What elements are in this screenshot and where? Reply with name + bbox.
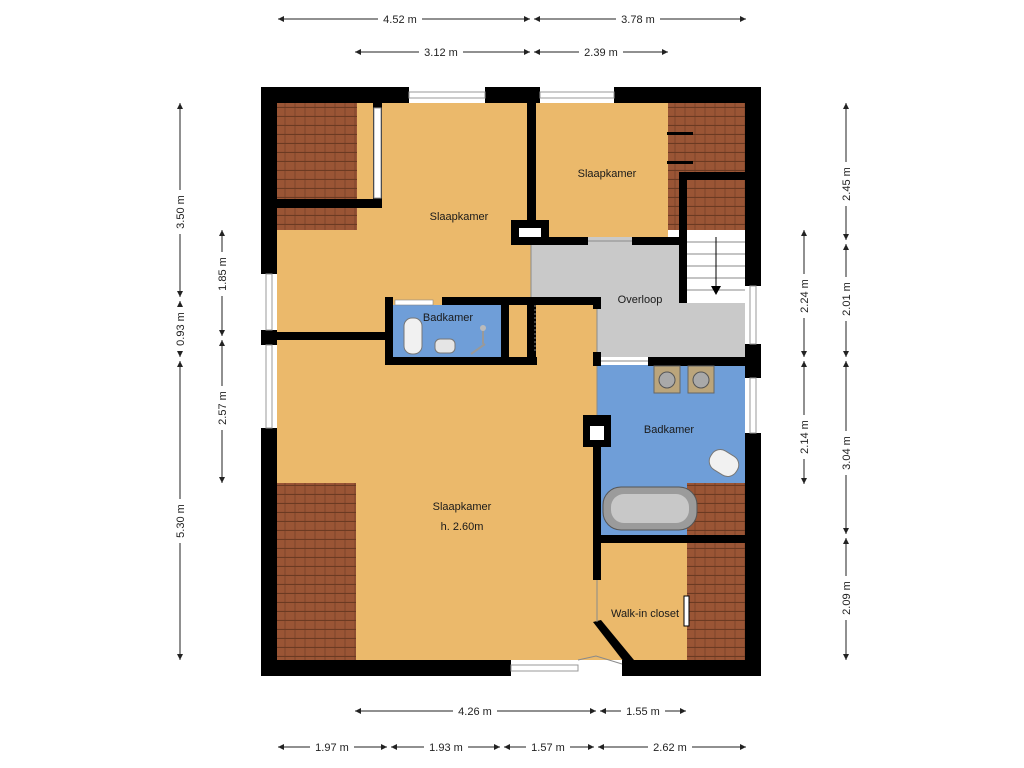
dim-left-outer-b: 0.93 m	[175, 312, 187, 346]
roof-slope-nw	[277, 103, 357, 230]
dim-bottom2-d: 2.62 m	[653, 742, 687, 754]
dim-right-inner-a: 2.24 m	[799, 279, 811, 313]
dim-top2-b: 2.39 m	[584, 47, 618, 59]
dim-bottom1-b: 1.55 m	[626, 706, 660, 718]
dim-left-inner-b: 2.57 m	[217, 391, 229, 425]
sink-small-icon	[434, 338, 456, 354]
dim-bottom2-c: 1.57 m	[531, 742, 565, 754]
dimension-arrows	[177, 16, 849, 750]
room-label-slaapkamer-nw: Slaapkamer	[430, 211, 489, 223]
dim-right-outer-b: 2.01 m	[841, 282, 853, 316]
doors	[530, 240, 648, 665]
dim-top1-b: 3.78 m	[621, 14, 655, 26]
staircase	[687, 230, 745, 303]
overloop-floor	[531, 237, 745, 357]
wardrobe-rail-icon	[683, 595, 690, 627]
roof-slopes	[277, 103, 745, 660]
room-label-slaapkamer-ne: Slaapkamer	[578, 168, 637, 180]
dim-top2-a: 3.12 m	[424, 47, 458, 59]
dim-bottom2-a: 1.97 m	[315, 742, 349, 754]
room-label-badkamer-large: Badkamer	[644, 424, 694, 436]
windows	[265, 91, 757, 672]
dimension-labels: 4.52 m 3.78 m 3.12 m 2.39 m 4.26 m 1.55 …	[172, 11, 854, 755]
room-label-overloop: Overloop	[618, 294, 663, 306]
dim-top1-a: 4.52 m	[383, 14, 417, 26]
dim-bottom2-b: 1.93 m	[429, 742, 463, 754]
roof-slope-sw	[277, 483, 356, 660]
slaapkamer-ne-floor	[531, 103, 668, 237]
room-label-height: h. 2.60m	[441, 521, 484, 533]
dim-right-outer-c: 3.04 m	[841, 436, 853, 470]
walls	[261, 87, 761, 676]
dim-left-inner-a: 1.85 m	[217, 257, 229, 291]
toilet-icon	[403, 317, 423, 355]
dim-bottom1-a: 4.26 m	[458, 706, 492, 718]
room-label-slaapkamer-main: Slaapkamer	[433, 501, 492, 513]
dim-left-outer-a: 3.50 m	[175, 195, 187, 229]
wall-pillar-details	[519, 228, 604, 440]
radiator-icon	[394, 299, 434, 306]
shower-icon	[470, 329, 486, 355]
room-label-walkin: Walk-in closet	[611, 608, 679, 620]
toilet-large-icon	[708, 449, 740, 477]
room-labels: Slaapkamer Slaapkamer Overloop Badkamer …	[423, 168, 694, 620]
fixtures	[394, 299, 740, 627]
dim-right-inner-b: 2.14 m	[799, 420, 811, 454]
room-label-badkamer-small: Badkamer	[423, 312, 473, 324]
dim-left-outer-c: 5.30 m	[175, 504, 187, 538]
dim-right-outer-a: 2.45 m	[841, 167, 853, 201]
dim-right-outer-d: 2.09 m	[841, 581, 853, 615]
stair-arrow-icon	[711, 286, 721, 295]
